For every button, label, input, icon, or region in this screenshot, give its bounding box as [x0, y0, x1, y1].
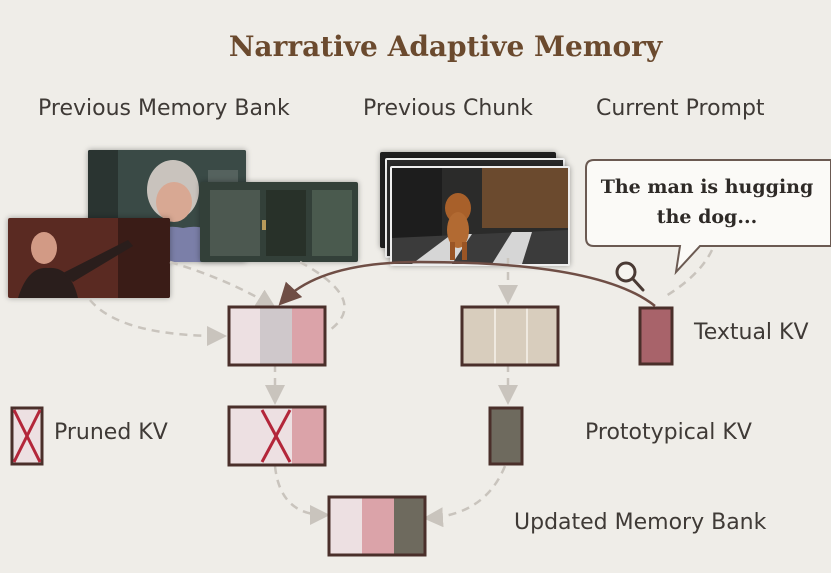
cross-icon: [10, 406, 44, 466]
prototypical-kv-label: Prototypical KV: [585, 420, 752, 445]
updated-memory-bank-label: Updated Memory Bank: [514, 510, 767, 535]
prompt-text: The man is hugging the dog...: [583, 172, 831, 232]
prompt-line-1: The man is hugging: [600, 176, 814, 198]
chunk-kv-box: [460, 305, 560, 367]
prototypical-kv-box: [488, 406, 524, 466]
diagram-title: Narrative Adaptive Memory: [228, 30, 663, 63]
memory-bank-kv-box: [227, 305, 327, 367]
textual-kv-label: Textual KV: [694, 320, 809, 345]
updated-memory-bank-box: [327, 495, 427, 557]
prompt-bubble: [585, 159, 831, 276]
current-prompt-heading: Current Prompt: [596, 96, 765, 121]
memory-frame-door: [200, 182, 358, 262]
chunk-frame-dog: [390, 166, 570, 266]
previous-memory-bank-heading: Previous Memory Bank: [38, 96, 290, 121]
prompt-line-2: the dog...: [656, 206, 758, 228]
textual-kv-box: [638, 306, 674, 366]
pruned-memory-box: [227, 405, 327, 467]
memory-frame-man: [8, 218, 170, 298]
magnifier-icon: [615, 261, 645, 292]
previous-chunk-heading: Previous Chunk: [363, 96, 533, 121]
pruned-kv-label: Pruned KV: [54, 420, 168, 445]
